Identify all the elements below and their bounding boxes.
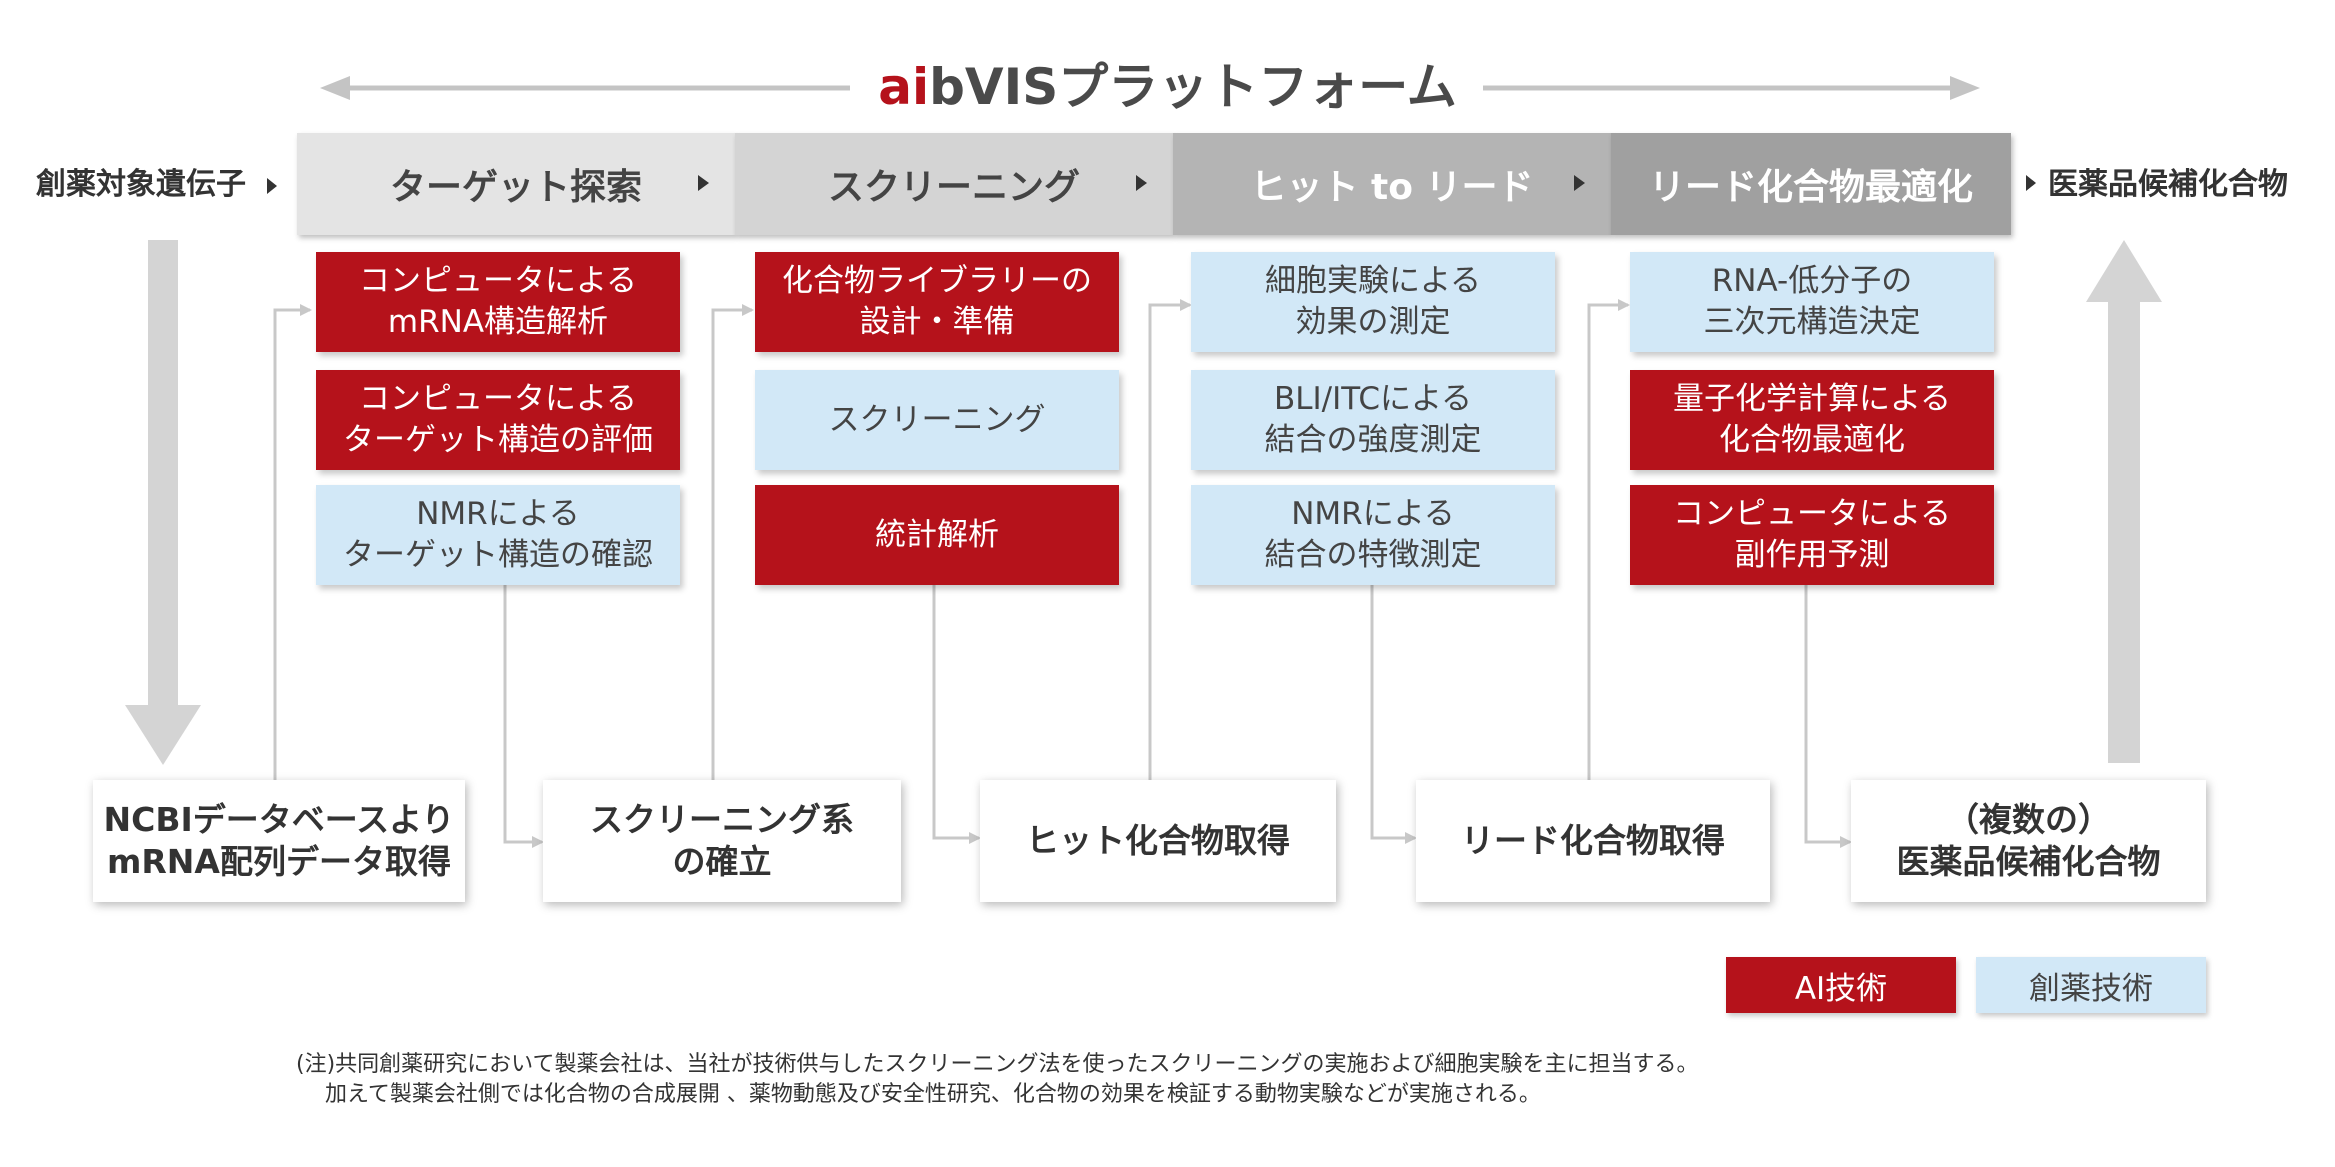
milestone-box: スクリーニング系 の確立: [543, 780, 901, 902]
phase-hit-to-lead: ヒット to リード: [1173, 133, 1611, 235]
start-label: 創薬対象遺伝子: [36, 167, 246, 202]
down-arrow: [125, 240, 201, 765]
connector-down-1: [503, 585, 544, 848]
step-box: BLI/ITCによる 結合の強度測定: [1191, 370, 1555, 470]
phase-arrow-icon: [1136, 175, 1147, 191]
legend-drug-label: 創薬技術: [2029, 970, 2153, 1007]
connector-down-2: [932, 585, 981, 844]
connector-up-1: [273, 304, 312, 780]
phase-lead-optimization: リード化合物最適化: [1611, 133, 2011, 235]
title-prefix: ai: [878, 58, 930, 116]
connector-up-3: [1148, 299, 1192, 780]
connector-down-4: [1804, 585, 1852, 848]
start-arrow-icon: [267, 178, 277, 194]
step-box: 化合物ライブラリーの 設計・準備: [755, 252, 1119, 352]
milestone-box: リード化合物取得: [1416, 780, 1770, 902]
milestone-box: NCBIデータベースより mRNA配列データ取得: [93, 780, 465, 902]
end-label: 医薬品候補化合物: [2048, 167, 2288, 202]
step-box: 細胞実験による 効果の測定: [1191, 252, 1555, 352]
step-box: RNA-低分子の 三次元構造決定: [1630, 252, 1994, 352]
title-arrow-right: [1445, 76, 1980, 100]
milestone-box: ヒット化合物取得: [980, 780, 1336, 902]
phase-arrow-icon: [698, 175, 709, 191]
phase-label: ターゲット探索: [389, 167, 642, 208]
step-box: コンピュータによる ターゲット構造の評価: [316, 370, 680, 470]
step-box: 量子化学計算による 化合物最適化: [1630, 370, 1994, 470]
title-rest: bVISプラットフォーム: [929, 58, 1457, 116]
connector-down-3: [1370, 585, 1417, 844]
phase-label: スクリーニング: [827, 167, 1080, 208]
up-arrow: [2086, 240, 2162, 763]
title-arrow-left: [320, 76, 850, 100]
step-box: コンピュータによる 副作用予測: [1630, 485, 1994, 585]
end-arrow-icon: [2026, 175, 2036, 191]
connector-up-4: [1587, 299, 1630, 780]
step-box: 統計解析: [755, 485, 1119, 585]
connector-up-2: [711, 304, 754, 780]
step-box: スクリーニング: [755, 370, 1119, 470]
phase-target-discovery: ターゲット探索: [297, 133, 735, 235]
legend-ai-label: AI技術: [1794, 970, 1888, 1007]
milestone-box: （複数の） 医薬品候補化合物: [1851, 780, 2206, 902]
phase-arrow-icon: [1574, 175, 1585, 191]
step-box: NMRによる ターゲット構造の確認: [316, 485, 680, 585]
footnote: (注)共同創薬研究において製薬会社は、当社が技術供与したスクリーニング法を使った…: [296, 1052, 1699, 1107]
phase-label: ヒット to リード: [1250, 167, 1534, 208]
legend-ai: AI技術: [1726, 957, 1956, 1013]
phase-label: リード化合物最適化: [1648, 167, 1973, 208]
step-box: コンピュータによる mRNA構造解析: [316, 252, 680, 352]
step-box: NMRによる 結合の特徴測定: [1191, 485, 1555, 585]
platform-title: aibVISプラットフォーム: [0, 52, 2335, 122]
phase-screening: スクリーニング: [735, 133, 1173, 235]
legend-drug-discovery: 創薬技術: [1976, 957, 2206, 1013]
